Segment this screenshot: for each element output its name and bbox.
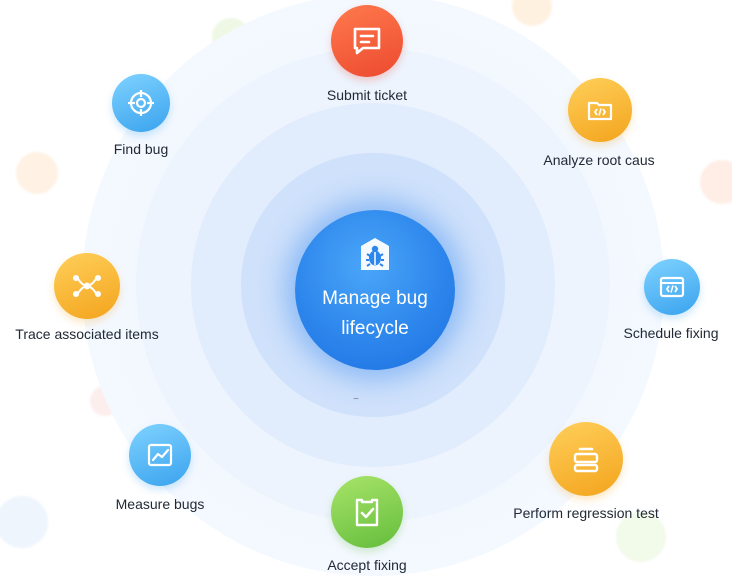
node-label: Perform regression test xyxy=(513,505,659,521)
node-label: Trace associated items xyxy=(15,326,159,342)
node-label: Accept fixing xyxy=(327,557,407,573)
bug-shield-icon xyxy=(355,236,395,274)
decor-dot xyxy=(512,0,552,26)
node-label: Submit ticket xyxy=(326,87,408,103)
node-label: Measure bugs xyxy=(115,496,205,512)
center-mark: ~ xyxy=(353,394,359,405)
message-icon xyxy=(331,5,403,77)
node-label: Find bug xyxy=(113,141,169,157)
target-icon xyxy=(112,74,170,132)
decor-dot xyxy=(616,512,666,562)
node-label: Analyze root caus xyxy=(543,152,655,168)
node-label: Schedule fixing xyxy=(623,325,719,341)
code-folder-icon xyxy=(568,78,632,142)
decor-dot xyxy=(16,152,58,194)
branch-icon xyxy=(54,253,120,319)
stack-icon xyxy=(549,422,623,496)
center-title: Manage bug lifecycle xyxy=(322,288,428,339)
chart-icon xyxy=(129,424,191,486)
decor-dot xyxy=(0,496,48,548)
decor-dot xyxy=(700,160,732,204)
code-window-icon xyxy=(644,259,700,315)
center-disc xyxy=(295,210,455,370)
check-clipboard-icon xyxy=(331,476,403,548)
